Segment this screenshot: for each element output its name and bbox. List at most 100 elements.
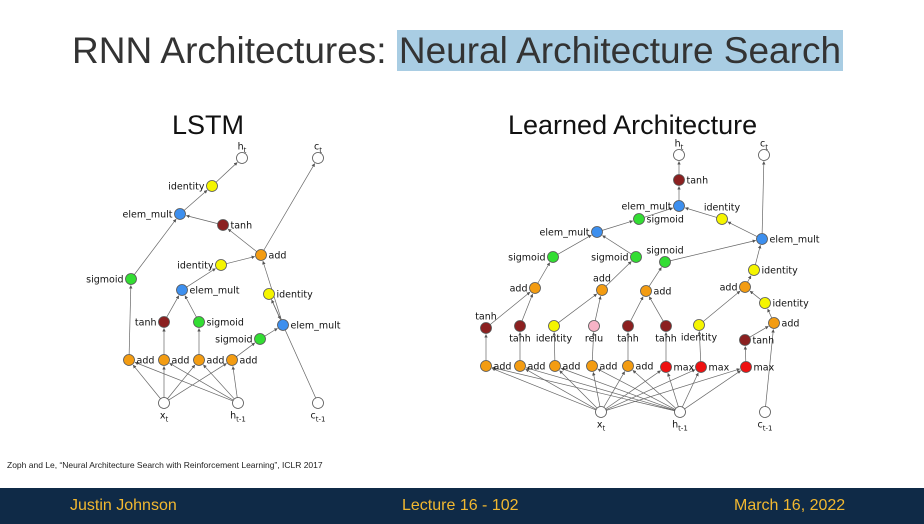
lstm-node-xt: xt xyxy=(158,397,170,424)
learned-node-label: sigmoid xyxy=(591,253,628,264)
learned-edge xyxy=(648,267,662,287)
learned-node-label: tanh xyxy=(687,176,709,187)
lstm-edge xyxy=(166,295,180,318)
learned-node-label: tanh xyxy=(509,334,531,345)
learned-node-idB: identity xyxy=(748,264,798,277)
lstm-node-circle xyxy=(174,208,186,220)
lstm-node-sig3: sigmoid xyxy=(215,333,266,346)
learned-node-addS: add xyxy=(768,317,799,330)
lstm-node-label: add xyxy=(240,356,258,367)
learned-edge xyxy=(560,367,675,411)
lstm-node-label: add xyxy=(137,356,155,367)
footer-author: Justin Johnson xyxy=(70,497,177,514)
lstm-edge xyxy=(167,364,196,399)
learned-edge xyxy=(594,296,602,321)
lstm-node-circle xyxy=(217,219,229,231)
lstm-edge xyxy=(236,342,256,357)
lstm-node-id2: identity xyxy=(177,259,227,272)
learned-edge xyxy=(537,262,551,284)
learned-node-circle xyxy=(591,226,603,238)
lstm-heading: LSTM xyxy=(172,110,245,140)
lstm-node-label: elem_mult xyxy=(291,321,341,332)
lstm-node-id1: identity xyxy=(168,180,218,193)
lstm-node-circle xyxy=(123,354,135,366)
learned-node-label: identity xyxy=(773,299,810,310)
learned-node-em2: elem_mult xyxy=(540,226,603,239)
lstm-node-label: tanh xyxy=(135,318,157,329)
learned-node-label: xt xyxy=(597,420,606,433)
lstm-node-circle xyxy=(226,354,238,366)
lstm-node-label: identity xyxy=(177,261,214,272)
learned-edge xyxy=(592,372,601,407)
citation: Zoph and Le, “Neural Architecture Search… xyxy=(7,460,323,470)
learned-node-label: sigmoid xyxy=(647,215,684,226)
learned-edge xyxy=(557,234,592,255)
lstm-node-id3: identity xyxy=(263,288,313,301)
lstm-node-ht: ht xyxy=(236,142,248,164)
lstm-node-label: tanh xyxy=(231,221,253,232)
lstm-edge xyxy=(128,285,133,355)
lstm-edge xyxy=(271,299,317,399)
learned-node-circle xyxy=(547,251,559,263)
learned-node-label: add xyxy=(654,287,672,298)
lstm-node-label: ct-1 xyxy=(311,411,326,424)
learned-edge xyxy=(491,367,597,411)
lstm-node-label: elem_mult xyxy=(123,210,173,221)
learned-node-label: ht xyxy=(675,139,684,152)
learned-node-circle xyxy=(759,406,771,418)
learned-node-t4: tanh xyxy=(655,320,677,345)
learned-node-label: add xyxy=(528,362,546,373)
footer-bar: Justin Johnson Lecture 16 - 102 March 16… xyxy=(0,488,924,524)
lstm-node-label: elem_mult xyxy=(190,286,240,297)
learned-edge xyxy=(747,275,752,283)
learned-edge xyxy=(632,370,677,409)
learned-node-circle xyxy=(514,360,526,372)
learned-edge xyxy=(491,366,675,412)
learned-node-circle xyxy=(588,320,600,332)
lstm-node-label: identity xyxy=(168,182,205,193)
learned-edge xyxy=(605,261,632,287)
learned-node-addN: add xyxy=(640,285,672,298)
learned-edge xyxy=(703,290,741,322)
learned-node-label: ct xyxy=(760,139,768,152)
lstm-edge xyxy=(231,366,238,398)
learned-edge xyxy=(521,293,534,322)
learned-architecture-heading: Learned Architecture xyxy=(508,110,758,140)
lstm-node-em2: elem_mult xyxy=(176,284,240,297)
lstm-node-circle xyxy=(176,284,188,296)
lstm-node-sig2: sigmoid xyxy=(193,316,244,329)
learned-edge xyxy=(490,291,531,325)
learned-node-label: elem_mult xyxy=(622,202,672,213)
learned-node-label: sigmoid xyxy=(508,253,545,264)
title-prefix: RNN Architectures: xyxy=(72,30,397,71)
learned-node-circle xyxy=(640,285,652,297)
learned-edge xyxy=(602,235,632,255)
learned-edge xyxy=(552,332,556,361)
lstm-node-circle xyxy=(254,333,266,345)
learned-node-circle xyxy=(695,361,707,373)
learned-node-label: identity xyxy=(704,203,741,214)
learned-node-label: tanh xyxy=(617,334,639,345)
learned-node-label: tanh xyxy=(753,336,775,347)
learned-node-sigB: sigmoid xyxy=(508,251,559,264)
learned-edge xyxy=(525,368,597,410)
lstm-node-label: sigmoid xyxy=(207,318,244,329)
learned-node-circle xyxy=(660,361,672,373)
lstm-node-circle xyxy=(236,152,248,164)
lstm-node-circle xyxy=(125,273,137,285)
learned-node-t5: tanh xyxy=(739,334,775,347)
learned-node-circle xyxy=(673,149,685,161)
learned-node-circle xyxy=(480,360,492,372)
learned-node-circle xyxy=(673,174,685,186)
learned-edge xyxy=(648,296,664,322)
lstm-node-sig1: sigmoid xyxy=(86,273,137,286)
learned-edge xyxy=(670,239,757,262)
lstm-node-a2: add xyxy=(158,354,189,367)
lstm-node-circle xyxy=(158,354,170,366)
learned-node-circle xyxy=(768,317,780,329)
learned-edge xyxy=(727,221,758,237)
learned-edge xyxy=(765,329,775,407)
learned-edge xyxy=(761,161,766,234)
learned-node-ctm1: ct-1 xyxy=(758,406,772,433)
